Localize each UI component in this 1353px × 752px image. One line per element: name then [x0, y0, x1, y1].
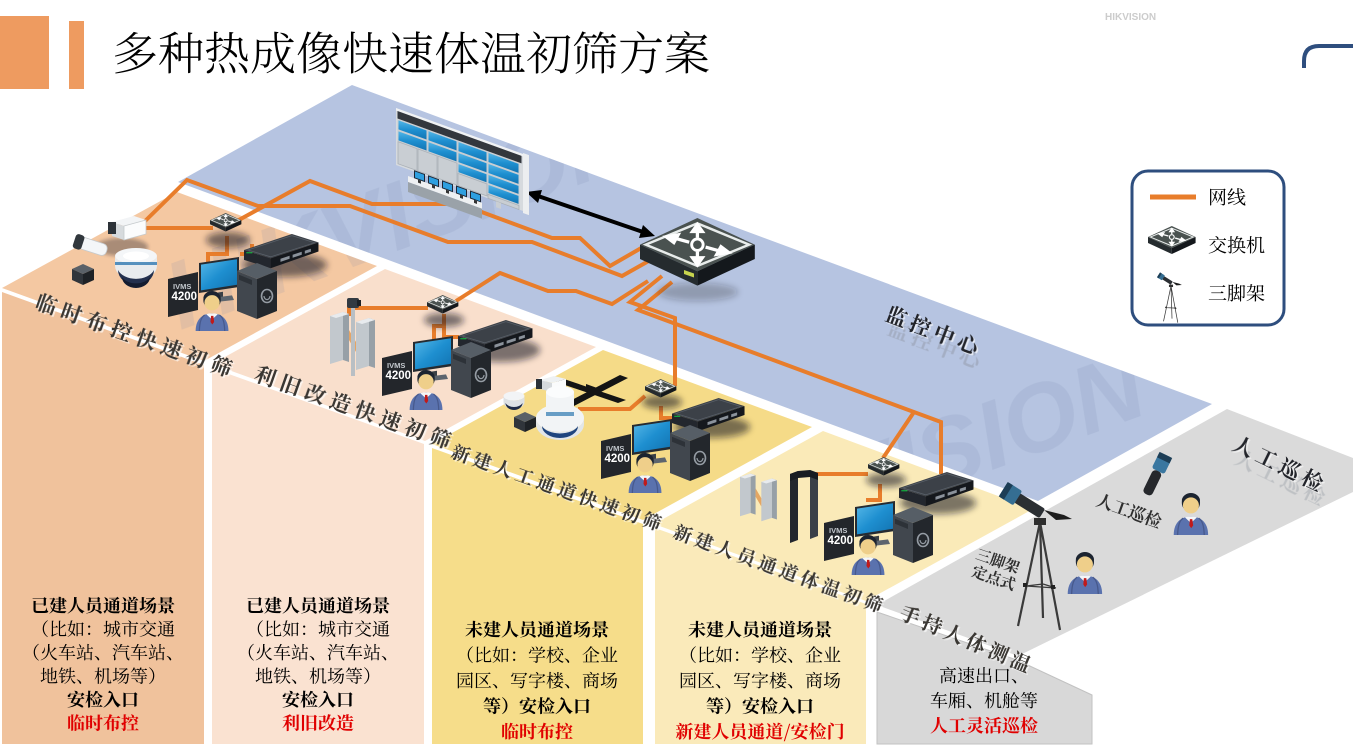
svg-text:4200: 4200: [386, 370, 412, 382]
svg-text:IVMS: IVMS: [606, 444, 624, 453]
svg-text:IVMS: IVMS: [173, 282, 191, 291]
svg-text:HIKVISION: HIKVISION: [1105, 12, 1156, 23]
svg-text:4200: 4200: [172, 291, 198, 303]
svg-text:IVMS: IVMS: [387, 361, 405, 370]
svg-text:IVMS: IVMS: [829, 526, 847, 535]
svg-text:4200: 4200: [605, 453, 631, 465]
svg-text:4200: 4200: [828, 535, 854, 547]
